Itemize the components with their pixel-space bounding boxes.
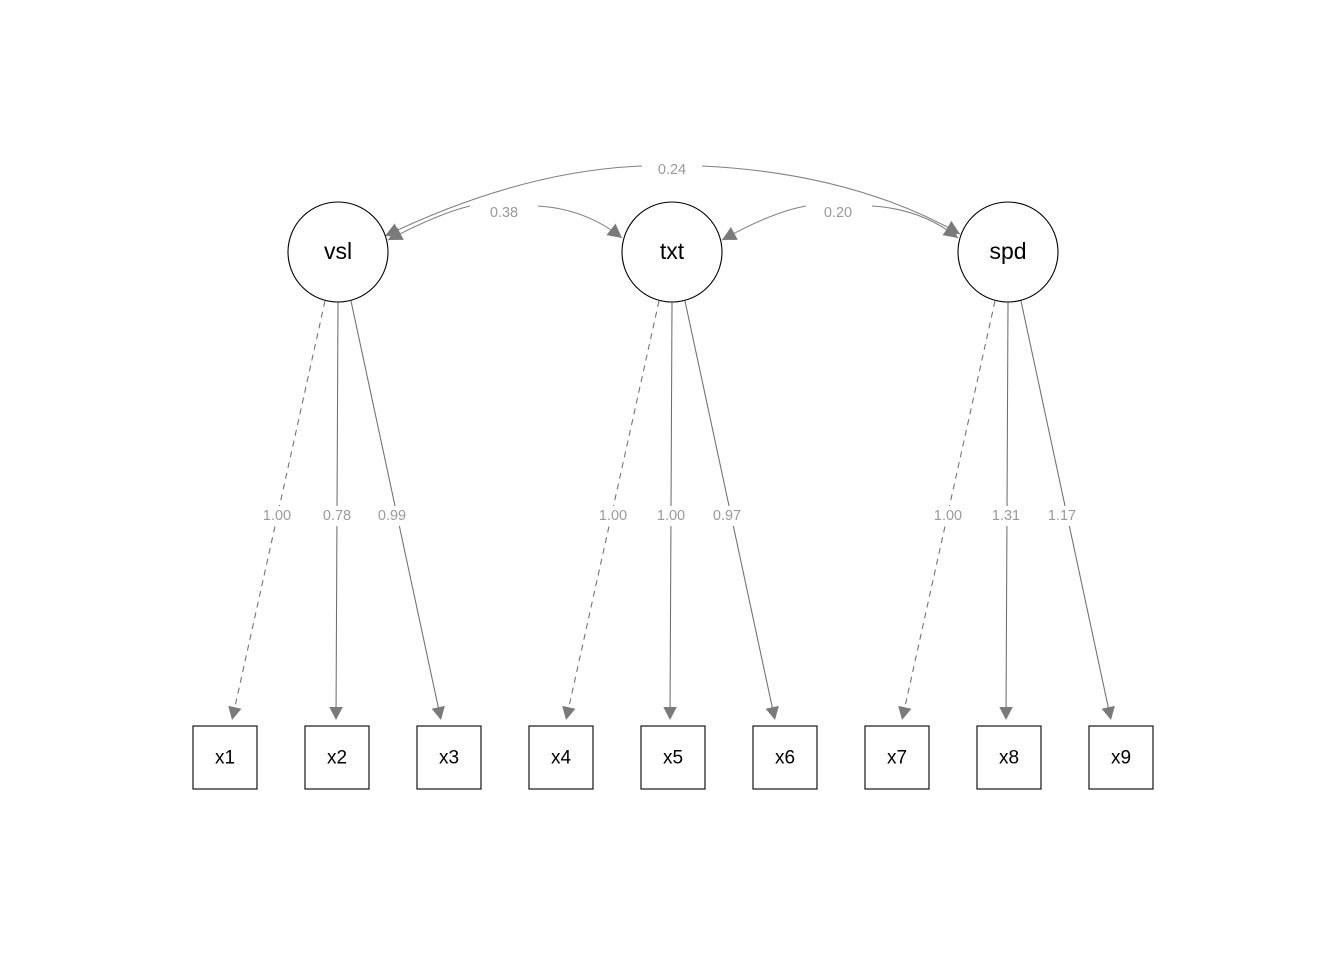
loading-label-bg-x3 (373, 506, 411, 526)
loading-label-txt-x4: 1.00 (599, 508, 627, 524)
observed-label-x9: x9 (1111, 748, 1131, 769)
arrowhead-spd-x8 (999, 706, 1013, 720)
arrowhead-vsl-x1 (228, 705, 242, 720)
covariance-label-bg-vsl-spd (653, 160, 691, 180)
observed-variable-x9[interactable]: x9 (1088, 725, 1154, 790)
observed-label-x7: x7 (887, 748, 907, 769)
loading-label-bg-x4 (594, 506, 632, 526)
covariance-arrowhead-txt-spd-left (722, 226, 738, 240)
observed-label-x4: x4 (551, 748, 572, 769)
observed-variable-x2[interactable]: x2 (304, 725, 370, 790)
latent-label-vsl: vsl (324, 238, 352, 264)
latent-variable-nodes-group: vsl txt spd (287, 201, 1059, 303)
observed-variable-x1[interactable]: x1 (192, 725, 258, 790)
loading-edges-group (228, 300, 1115, 720)
edge-labels-group: 1.00 0.78 0.99 1.00 1.00 0.97 1.00 1.31 1.17 0.38… (258, 160, 1081, 526)
latent-variable-vsl[interactable]: vsl (287, 201, 389, 303)
latent-label-spd: spd (989, 238, 1026, 264)
loading-edge-txt-x4 (567, 300, 660, 710)
loading-edge-spd-x9 (1020, 300, 1110, 710)
loading-label-bg-x8 (987, 506, 1025, 526)
observed-box-x8[interactable] (976, 725, 1042, 790)
arrowhead-spd-x7 (898, 705, 912, 720)
loading-label-txt-x6: 0.97 (713, 508, 741, 524)
covariance-arrowhead-vsl-spd-left (385, 223, 401, 237)
latent-ellipse-txt[interactable] (621, 201, 723, 303)
loading-label-vsl-x2: 0.78 (323, 508, 351, 524)
observed-variable-x5[interactable]: x5 (640, 725, 706, 790)
observed-variable-x4[interactable]: x4 (528, 725, 594, 790)
arrowhead-txt-x4 (562, 705, 576, 720)
observed-box-x6[interactable] (752, 725, 818, 790)
covariance-arc-vsl-spd-right (701, 165, 961, 235)
covariance-label-bg-txt-spd (819, 203, 857, 223)
observed-variable-nodes-group: x1 x2 x3 x4 x5 x6 x7 x8 x9 (192, 725, 1154, 790)
loading-edge-spd-x7 (903, 300, 996, 710)
observed-box-x5[interactable] (640, 725, 706, 790)
loading-label-txt-x5: 1.00 (657, 508, 685, 524)
observed-variable-x6[interactable]: x6 (752, 725, 818, 790)
loading-label-bg-x5 (652, 506, 690, 526)
observed-label-x2: x2 (327, 748, 347, 769)
loading-label-spd-x8: 1.31 (992, 508, 1020, 524)
covariance-arrowhead-vsl-txt-right (606, 223, 622, 238)
observed-variable-x7[interactable]: x7 (864, 725, 930, 790)
loading-edge-txt-x6 (684, 300, 774, 710)
observed-label-x8: x8 (999, 748, 1019, 769)
covariance-arrowhead-vsl-spd-right (944, 220, 960, 234)
arrowhead-vsl-x3 (431, 705, 445, 720)
loading-edge-vsl-x2 (335, 301, 339, 710)
arrowhead-txt-x5 (663, 706, 677, 720)
loading-edge-spd-x8 (1005, 301, 1009, 710)
loading-edge-txt-x5 (669, 301, 673, 710)
latent-ellipse-spd[interactable] (957, 201, 1059, 303)
latent-ellipse-vsl[interactable] (287, 201, 389, 303)
observed-label-x3: x3 (439, 748, 459, 769)
loading-label-bg-x2 (318, 506, 356, 526)
observed-variable-x8[interactable]: x8 (976, 725, 1042, 790)
observed-box-x9[interactable] (1088, 725, 1154, 790)
observed-box-x1[interactable] (192, 725, 258, 790)
loading-label-bg-x1 (258, 506, 296, 526)
covariance-label-bg-vsl-txt (485, 203, 523, 223)
covariance-arc-vsl-spd-left (384, 165, 643, 237)
arrowhead-txt-x6 (765, 705, 779, 720)
covariance-label-txt-spd: 0.20 (824, 205, 852, 221)
latent-variable-spd[interactable]: spd (957, 201, 1059, 303)
covariance-label-vsl-txt: 0.38 (490, 205, 518, 221)
observed-box-x4[interactable] (528, 725, 594, 790)
observed-label-x6: x6 (775, 748, 795, 769)
loading-label-spd-x7: 1.00 (934, 508, 962, 524)
latent-variable-txt[interactable]: txt (621, 201, 723, 303)
observed-label-x1: x1 (215, 748, 235, 769)
loading-label-vsl-x3: 0.99 (378, 508, 406, 524)
arrowhead-spd-x9 (1101, 705, 1115, 720)
observed-box-x3[interactable] (416, 725, 482, 790)
loading-label-spd-x9: 1.17 (1048, 508, 1076, 524)
loading-label-bg-x9 (1043, 506, 1081, 526)
loading-label-bg-x7 (929, 506, 967, 526)
loading-label-bg-x6 (708, 506, 746, 526)
observed-variable-x3[interactable]: x3 (416, 725, 482, 790)
loading-edge-vsl-x1 (233, 300, 326, 710)
covariance-edges-group (384, 165, 961, 241)
loading-edge-vsl-x3 (350, 300, 440, 710)
latent-label-txt: txt (660, 238, 685, 264)
observed-box-x2[interactable] (304, 725, 370, 790)
observed-box-x7[interactable] (864, 725, 930, 790)
covariance-label-vsl-spd: 0.24 (658, 162, 686, 178)
loading-label-vsl-x1: 1.00 (263, 508, 291, 524)
observed-label-x5: x5 (663, 748, 683, 769)
arrowhead-vsl-x2 (329, 706, 343, 720)
